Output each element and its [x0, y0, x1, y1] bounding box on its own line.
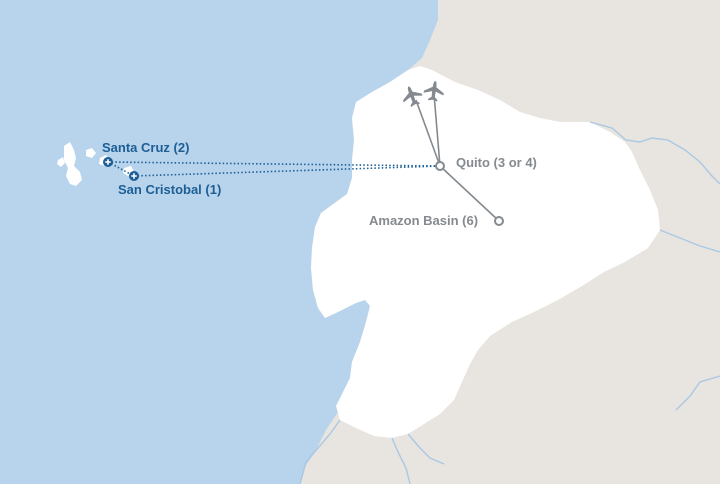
quito-marker: [435, 161, 445, 171]
label-san-cristobal: San Cristobal (1): [118, 182, 221, 197]
airplane-icon: [423, 81, 444, 102]
borders: [299, 121, 720, 484]
flight-path-1: [415, 99, 441, 167]
route-quito-amazon: [439, 165, 500, 222]
santa-cruz-marker: [103, 157, 113, 167]
mainland-routes: [415, 93, 500, 222]
label-amazon-basin: Amazon Basin (6): [369, 213, 478, 228]
amazon-basin-marker: [494, 216, 504, 226]
airplane-icon: [402, 86, 423, 107]
san-cristobal-marker: [129, 171, 139, 181]
flight-path-2: [433, 93, 441, 167]
santiago-island: [86, 148, 96, 158]
label-santa-cruz: Santa Cruz (2): [102, 140, 189, 155]
ecuador-land: [311, 66, 660, 438]
route-san-cristobal-quito: [133, 165, 441, 177]
isabela-island: [64, 142, 82, 186]
fernandina-island: [57, 157, 65, 167]
label-quito: Quito (3 or 4): [456, 155, 537, 170]
